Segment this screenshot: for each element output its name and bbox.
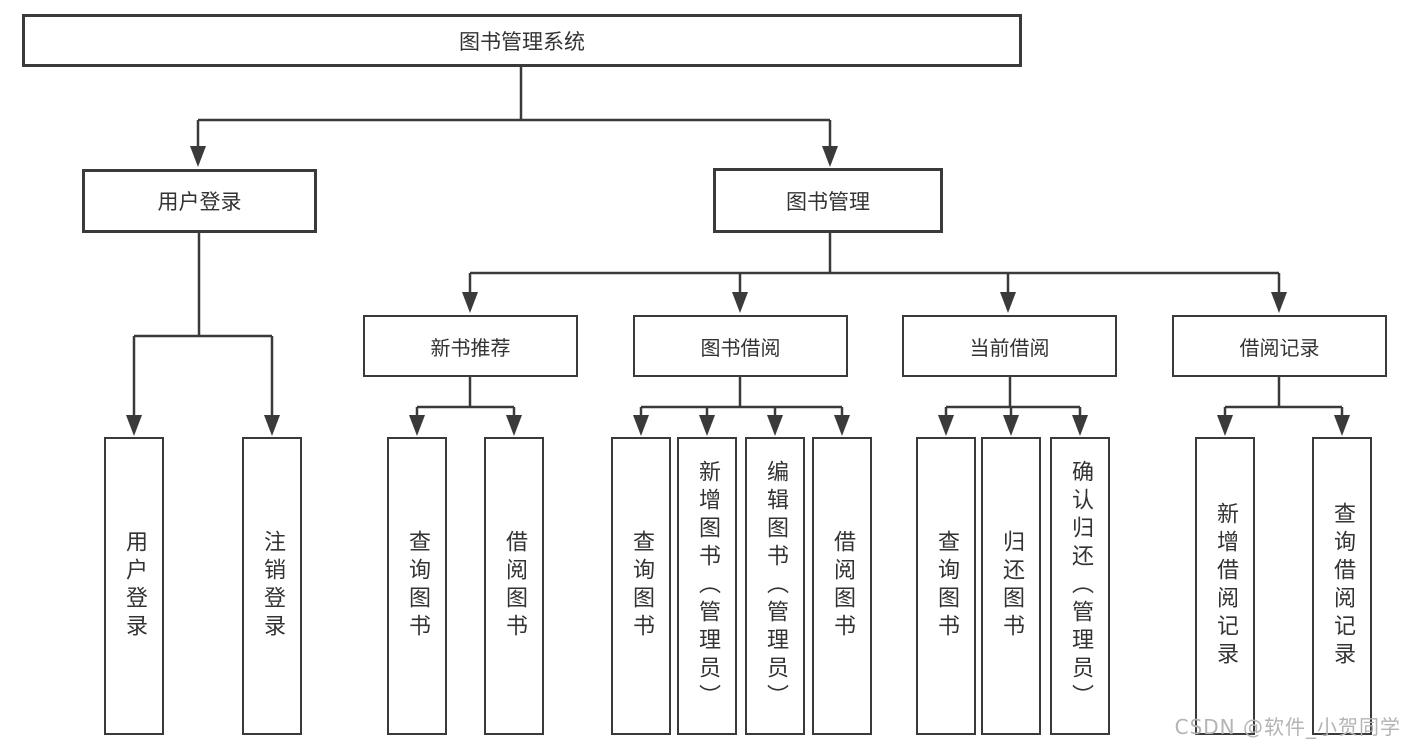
leaf-borrowing-add-books-admin: 新增图书（管理员） — [677, 437, 737, 735]
node-label: 新书推荐 — [430, 335, 511, 360]
connector-book-borrowing-to-leaves — [633, 377, 850, 436]
node-label: 图书管理 — [786, 189, 870, 214]
node-label: 借阅记录 — [1239, 335, 1320, 360]
leaf-newbook-borrow-books: 借阅图书 — [484, 437, 544, 735]
leaf-label: 新增图书（管理员） — [695, 460, 720, 712]
node-label: 图书借阅 — [700, 335, 781, 360]
leaf-user-login: 用户登录 — [104, 437, 164, 735]
connector-new-book-to-leaves — [409, 377, 522, 436]
node-label: 用户登录 — [157, 190, 242, 214]
leaf-label: 编辑图书（管理员） — [763, 460, 788, 712]
connector-book-management-to-level3 — [462, 233, 1287, 313]
watermark: CSDN @软件_小贺同学 — [1174, 715, 1401, 739]
node-user-login: 用户登录 — [82, 169, 317, 233]
node-current-borrowing: 当前借阅 — [902, 315, 1117, 377]
node-label: 图书管理系统 — [459, 29, 585, 54]
node-label: 当前借阅 — [969, 335, 1050, 360]
leaf-records-add-record: 新增借阅记录 — [1195, 437, 1255, 735]
node-book-borrowing: 图书借阅 — [633, 315, 848, 377]
leaf-label: 借阅图书 — [830, 530, 855, 642]
connector-borrow-records-to-leaves — [1217, 377, 1350, 436]
leaf-current-query-books: 查询图书 — [916, 437, 976, 735]
leaf-borrowing-borrow-books: 借阅图书 — [812, 437, 872, 735]
node-borrow-records: 借阅记录 — [1172, 315, 1387, 377]
leaf-logout: 注销登录 — [242, 437, 302, 735]
connector-root-to-level2 — [190, 67, 838, 167]
leaf-borrowing-query-books: 查询图书 — [611, 437, 671, 735]
leaf-label: 确认归还（管理员） — [1068, 460, 1093, 712]
leaf-current-return-books: 归还图书 — [981, 437, 1041, 735]
connector-user-login-to-leaves — [126, 233, 280, 436]
leaf-records-query-record: 查询借阅记录 — [1312, 437, 1372, 735]
node-book-management-system: 图书管理系统 — [22, 14, 1022, 67]
leaf-label: 查询借阅记录 — [1330, 502, 1355, 670]
connector-current-borrowing-to-leaves — [938, 377, 1088, 436]
leaf-label: 借阅图书 — [502, 530, 527, 642]
leaf-label: 查询图书 — [934, 530, 959, 642]
node-book-management: 图书管理 — [713, 168, 943, 233]
leaf-label: 用户登录 — [122, 530, 147, 642]
leaf-newbook-query-books: 查询图书 — [387, 437, 447, 735]
leaf-label: 注销登录 — [260, 530, 285, 642]
leaf-label: 查询图书 — [629, 530, 654, 642]
leaf-current-confirm-return-admin: 确认归还（管理员） — [1050, 437, 1110, 735]
leaf-label: 查询图书 — [405, 530, 430, 642]
node-new-book-recommend: 新书推荐 — [363, 315, 578, 377]
leaf-label: 新增借阅记录 — [1213, 502, 1238, 670]
leaf-label: 归还图书 — [999, 530, 1024, 642]
leaf-borrowing-edit-books-admin: 编辑图书（管理员） — [745, 437, 805, 735]
